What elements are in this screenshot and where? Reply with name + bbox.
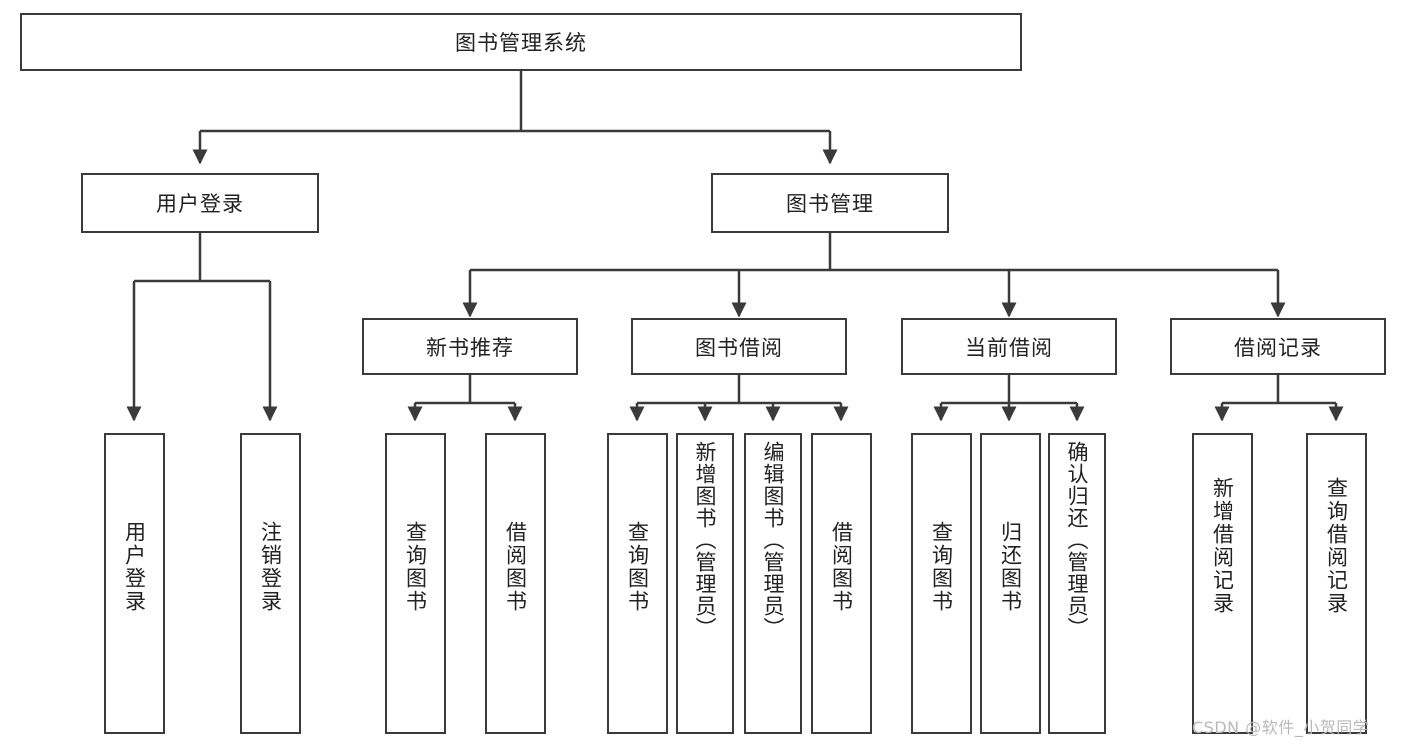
leaf-borrow-record-add[interactable]: 新增借阅记录 bbox=[1192, 433, 1253, 734]
csdn-watermark: CSDN @软件_小贺同学 bbox=[1192, 718, 1370, 737]
leaf-current-borrow-return[interactable]: 归还图书 bbox=[980, 433, 1041, 734]
node-user-login[interactable]: 用户登录 bbox=[81, 173, 319, 233]
node-root-label: 图书管理系统 bbox=[455, 31, 587, 55]
leaf-label: 归还图书 bbox=[998, 521, 1023, 613]
leaf-label: 注销登录 bbox=[258, 521, 283, 613]
leaf-book-borrow-query[interactable]: 查询图书 bbox=[607, 433, 668, 734]
leaf-label: 确认归还（管理员） bbox=[1065, 441, 1090, 639]
leaf-current-borrow-query[interactable]: 查询图书 bbox=[911, 433, 972, 734]
node-current-borrow[interactable]: 当前借阅 bbox=[901, 318, 1117, 375]
node-book-borrow[interactable]: 图书借阅 bbox=[631, 318, 847, 375]
leaf-book-borrow-add[interactable]: 新增图书（管理员） bbox=[676, 433, 734, 734]
node-borrow-record-label: 借阅记录 bbox=[1234, 335, 1322, 360]
leaf-label: 查询图书 bbox=[929, 521, 954, 613]
leaf-user-login-signout[interactable]: 注销登录 bbox=[240, 433, 301, 734]
leaf-label: 查询图书 bbox=[403, 521, 428, 613]
leaf-new-book-borrow[interactable]: 借阅图书 bbox=[485, 433, 546, 734]
node-book-borrow-label: 图书借阅 bbox=[695, 335, 783, 360]
leaf-label: 新增借阅记录 bbox=[1210, 477, 1235, 615]
leaf-label: 新增图书（管理员） bbox=[693, 441, 718, 639]
leaf-book-borrow-borrow[interactable]: 借阅图书 bbox=[811, 433, 872, 734]
node-current-borrow-label: 当前借阅 bbox=[965, 335, 1053, 360]
leaf-label: 查询图书 bbox=[625, 521, 650, 613]
leaf-new-book-query[interactable]: 查询图书 bbox=[385, 433, 446, 734]
node-root[interactable]: 图书管理系统 bbox=[20, 13, 1022, 71]
leaf-borrow-record-query[interactable]: 查询借阅记录 bbox=[1306, 433, 1367, 734]
leaf-label: 借阅图书 bbox=[829, 521, 854, 613]
leaf-user-login-signin[interactable]: 用户登录 bbox=[104, 433, 165, 734]
node-book-manage[interactable]: 图书管理 bbox=[711, 173, 949, 233]
node-user-login-label: 用户登录 bbox=[156, 192, 244, 216]
node-book-manage-label: 图书管理 bbox=[786, 192, 874, 216]
leaf-book-borrow-edit[interactable]: 编辑图书（管理员） bbox=[744, 433, 802, 734]
leaf-label: 借阅图书 bbox=[503, 521, 528, 613]
leaf-label: 编辑图书（管理员） bbox=[761, 441, 786, 639]
node-new-book-recommend[interactable]: 新书推荐 bbox=[362, 318, 578, 375]
node-new-book-recommend-label: 新书推荐 bbox=[426, 335, 514, 360]
leaf-label: 用户登录 bbox=[122, 521, 147, 613]
leaf-current-borrow-confirm[interactable]: 确认归还（管理员） bbox=[1048, 433, 1106, 734]
node-borrow-record[interactable]: 借阅记录 bbox=[1170, 318, 1386, 375]
leaf-label: 查询借阅记录 bbox=[1324, 477, 1349, 615]
